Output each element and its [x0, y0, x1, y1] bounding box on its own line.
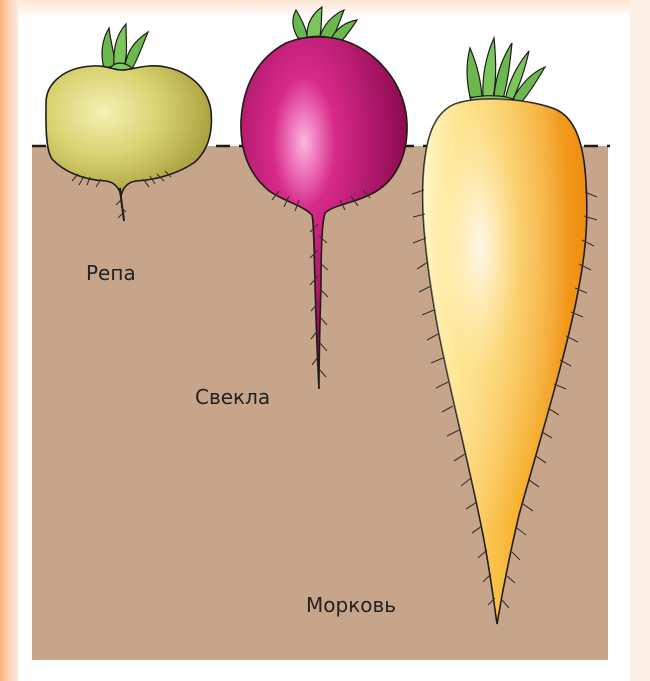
beet-label: Свекла [195, 385, 270, 409]
turnip-label: Репа [86, 261, 136, 285]
carrot-label: Морковь [306, 593, 396, 617]
turnip-leaves [102, 24, 148, 73]
